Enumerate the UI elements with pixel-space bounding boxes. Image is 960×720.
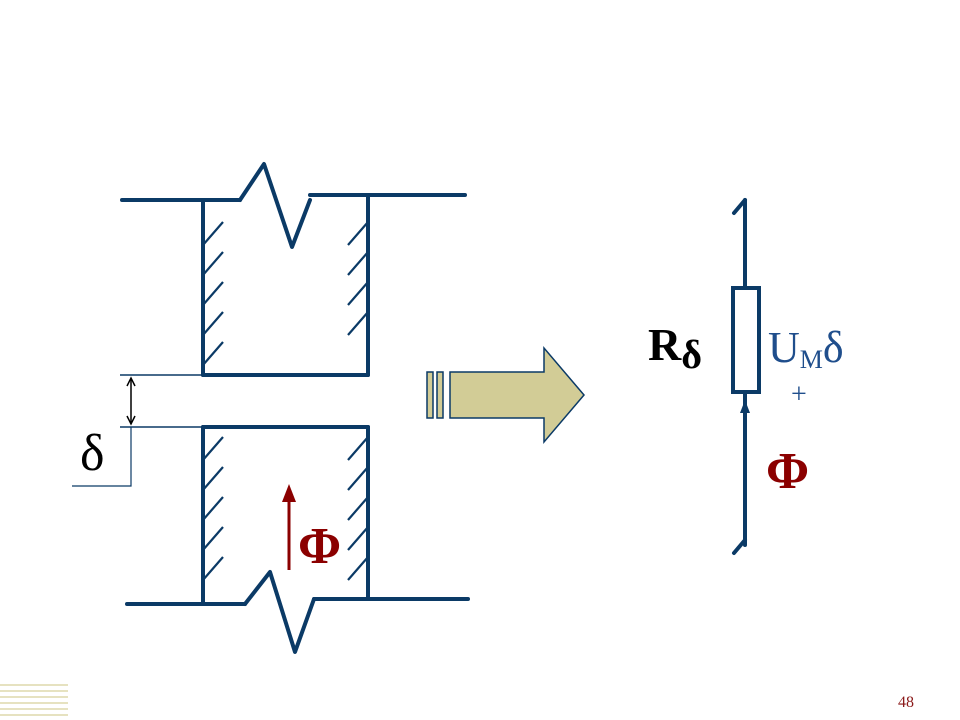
flux-arrow-left — [282, 484, 296, 570]
gap-label: δ — [80, 425, 105, 482]
lower-break-line — [243, 570, 316, 654]
corner-stripes-decoration — [0, 684, 68, 716]
transform-arrow — [426, 345, 585, 445]
circuit-wire-bottom-tick — [732, 538, 747, 555]
circuit-flux-arrow — [740, 400, 750, 413]
polarity-plus: + — [791, 379, 807, 410]
gap-leader-line — [72, 427, 132, 487]
gap-arrowhead-top — [126, 376, 136, 387]
flux-label-left: Φ — [298, 518, 341, 575]
lower-core — [125, 425, 470, 654]
equivalent-circuit — [731, 198, 761, 555]
reluctance-resistor — [731, 286, 761, 394]
gap-dimension — [72, 374, 210, 487]
resistance-label: Rδ — [648, 319, 702, 377]
page-number: 48 — [898, 694, 914, 711]
flux-label-right: Φ — [766, 443, 809, 500]
mmf-label: UMδ — [768, 323, 844, 374]
gap-arrowhead-bottom — [126, 415, 136, 426]
upper-core — [120, 162, 467, 377]
circuit-wire-top-tick — [732, 198, 747, 215]
upper-break-line — [238, 162, 312, 249]
lower-hatching — [202, 436, 369, 581]
upper-hatching — [202, 221, 369, 366]
